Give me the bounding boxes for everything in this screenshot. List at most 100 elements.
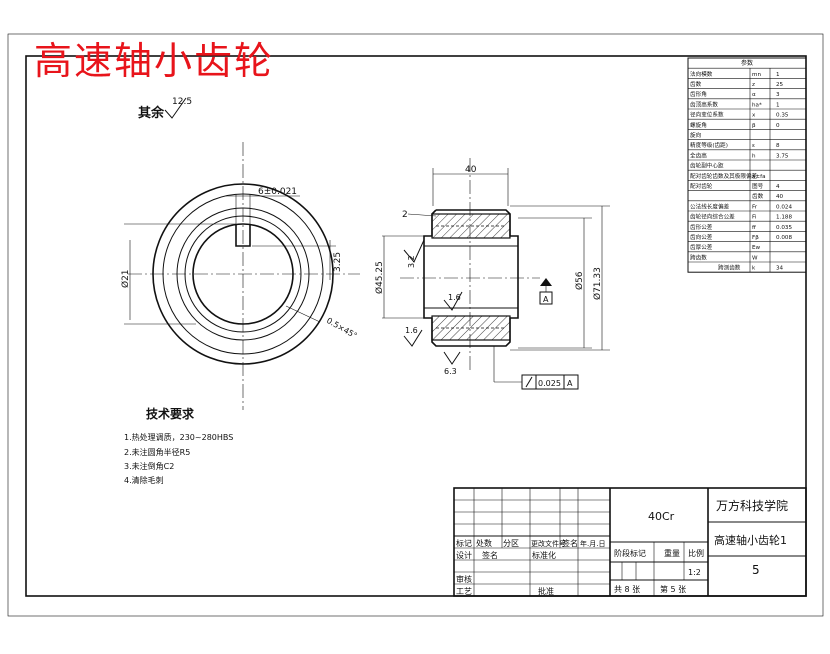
param-table-cell: k	[752, 266, 756, 272]
param-table-cell: 3.75	[776, 153, 789, 159]
param-table-cell: 公法线长度偏差	[690, 202, 730, 210]
param-table-cell: Fr	[752, 204, 758, 210]
svg-text:重量: 重量	[664, 548, 680, 558]
param-table-cell: 配对齿轮齿数及其极限偏差	[690, 172, 758, 180]
param-table-cell: 法向模数	[690, 70, 713, 78]
param-table-cell: 配对齿轮	[690, 182, 713, 190]
param-table-cell: mn	[752, 72, 761, 78]
svg-text:标准化: 标准化	[532, 550, 556, 560]
param-table-cell: 精度等级(齿距)	[690, 141, 728, 149]
svg-text:3.25: 3.25	[333, 252, 343, 272]
surface-finish-note: 其余 12.5	[138, 97, 192, 121]
param-table-cell: x	[752, 113, 756, 119]
svg-text:2: 2	[402, 210, 408, 220]
param-table-cell: 齿数	[752, 192, 764, 200]
svg-text:6±0.021: 6±0.021	[258, 187, 297, 197]
param-table-cell: 齿形公差	[690, 223, 713, 231]
param-table-cell: 齿轮径向综合公差	[690, 213, 735, 221]
param-table-cell: 齿数	[690, 80, 702, 88]
title-block: 标记 处数 分区 更改文件号 签名 年.月.日 设计 签名 标准化 审核 工艺 …	[453, 487, 807, 597]
param-table-cell: 径向变位系数	[690, 111, 724, 119]
param-table-cell: Ew	[752, 245, 761, 251]
svg-text:Ø45.25: Ø45.25	[374, 261, 385, 294]
param-table-cell: ff	[752, 225, 756, 231]
end-view: 6±0.021 3.25 Ø21 0.5×45°	[120, 142, 360, 410]
param-table-cell: 旋向	[690, 131, 702, 139]
param-table-cell: α	[752, 92, 756, 98]
param-table-cell: W	[752, 255, 758, 261]
param-table-cell: 齿形角	[690, 90, 707, 98]
param-table-cell: 8	[776, 143, 780, 149]
svg-text:年.月.日: 年.月.日	[580, 539, 605, 548]
param-table-cell: 齿向公差	[690, 233, 713, 241]
param-table-cell: 34	[776, 266, 784, 272]
param-table-cell: 1.188	[776, 215, 792, 221]
svg-text:签名: 签名	[482, 550, 498, 560]
svg-text:12.5: 12.5	[172, 97, 192, 107]
param-table-cell: β	[752, 123, 756, 129]
svg-text:设计: 设计	[456, 550, 472, 560]
svg-text:审核: 审核	[456, 574, 472, 584]
svg-text:4.清除毛刺: 4.清除毛刺	[124, 475, 164, 485]
param-table-cell: 图号	[752, 182, 764, 190]
tech-requirements: 技术要求 1.热处理调质，230~280HBS 2.未注圆角半径R5 3.未注倒…	[124, 406, 233, 485]
sheet-outer-border	[7, 33, 824, 617]
param-table-cell: a±fa	[752, 174, 766, 180]
param-table-cell: ha*	[752, 102, 762, 108]
svg-text:0.5×45°: 0.5×45°	[325, 316, 359, 341]
param-table-cell: ε	[752, 143, 755, 149]
svg-text:万方科技学院: 万方科技学院	[716, 498, 788, 513]
svg-text:Ø71.33: Ø71.33	[592, 267, 603, 300]
svg-text:0.025: 0.025	[538, 379, 561, 388]
param-table-cell: 全齿高	[690, 151, 707, 159]
svg-text:标记: 标记	[456, 538, 472, 548]
svg-text:批准: 批准	[538, 586, 554, 596]
svg-text:1:2: 1:2	[688, 568, 701, 577]
svg-text:1.6: 1.6	[448, 293, 461, 302]
svg-text:40: 40	[465, 165, 477, 175]
param-table-cell: z	[752, 82, 755, 88]
param-table-cell: 1	[776, 72, 780, 78]
svg-text:高速轴小齿轮1: 高速轴小齿轮1	[714, 533, 787, 547]
svg-text:第 5 张: 第 5 张	[660, 584, 686, 594]
param-table-cell: 3	[776, 92, 780, 98]
sheet-inner-frame	[25, 55, 807, 597]
param-table-cell: h	[752, 153, 756, 159]
param-table-cell: 0.024	[776, 204, 792, 210]
param-table-cell: 40	[776, 194, 784, 200]
param-table-cell: 0.008	[776, 235, 792, 241]
svg-text:40Cr: 40Cr	[648, 510, 675, 523]
svg-text:Ø56: Ø56	[574, 271, 585, 290]
svg-text:6.3: 6.3	[444, 367, 457, 376]
param-table-cell: 齿厚公差	[690, 243, 713, 251]
svg-text:2.未注圆角半径R5: 2.未注圆角半径R5	[124, 447, 190, 457]
svg-text:5: 5	[752, 563, 760, 577]
param-table-cell: Fi	[752, 215, 757, 221]
param-table-cell: 0.35	[776, 113, 789, 119]
svg-text:1.6: 1.6	[405, 326, 418, 335]
svg-text:1.热处理调质，230~280HBS: 1.热处理调质，230~280HBS	[124, 432, 233, 442]
param-table-cell: 跨齿数	[690, 253, 707, 261]
param-table-cell: 4	[776, 184, 780, 190]
svg-text:其余: 其余	[138, 105, 165, 121]
svg-text:比例: 比例	[688, 548, 704, 558]
svg-text:签名: 签名	[562, 538, 578, 548]
param-table-cell: 1	[776, 102, 780, 108]
svg-text:共 8 张: 共 8 张	[614, 585, 640, 594]
param-table-cell: 0.035	[776, 225, 792, 231]
svg-text:A: A	[543, 295, 549, 304]
param-table-cell: 齿顶高系数	[690, 100, 718, 108]
svg-text:工艺: 工艺	[456, 587, 472, 596]
svg-text:3.2: 3.2	[407, 255, 416, 268]
section-view: 40 2 Ø45.25 Ø56 Ø71.33 3.2	[374, 158, 610, 390]
svg-text:更改文件号: 更改文件号	[531, 539, 566, 548]
param-table-cell: 0	[776, 123, 780, 129]
svg-text:Ø21: Ø21	[120, 269, 131, 288]
svg-text:阶段标记: 阶段标记	[614, 548, 646, 558]
param-table-cell: 跨测齿数	[718, 264, 741, 272]
param-table-cell: Fβ	[752, 235, 759, 241]
param-table-cell: 螺旋角	[690, 121, 707, 129]
svg-text:A: A	[567, 379, 573, 388]
